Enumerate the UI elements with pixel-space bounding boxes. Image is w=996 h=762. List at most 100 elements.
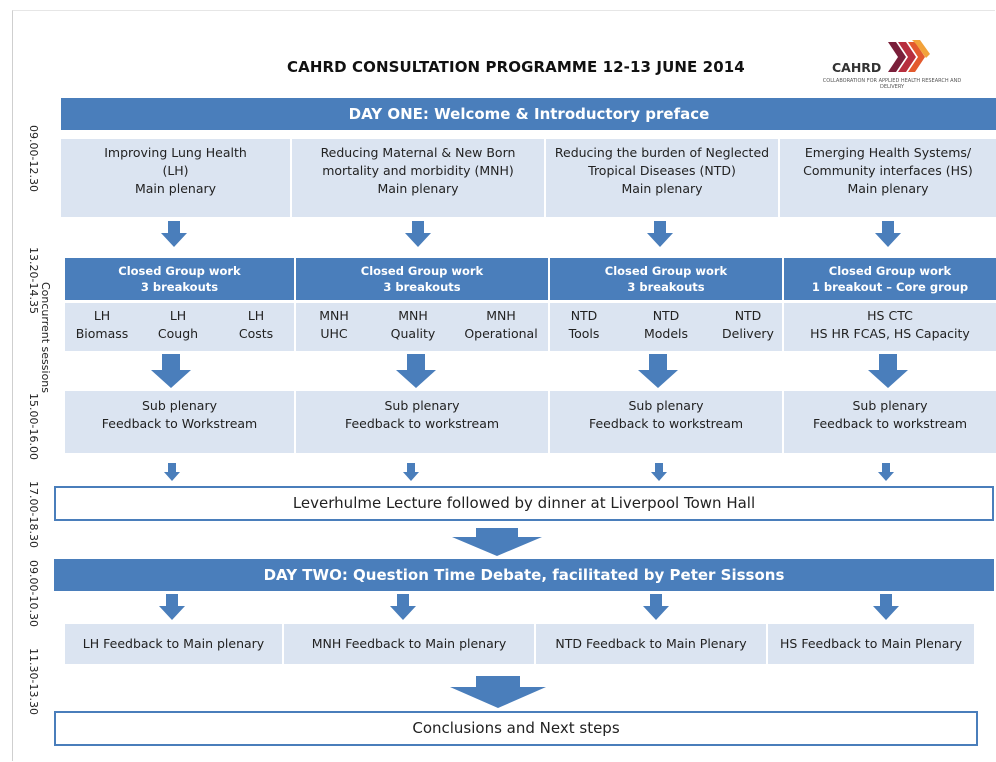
- closed-group-lh-sub: 3 breakouts: [140, 280, 219, 294]
- closed-group-lh: Closed Group work 3 breakouts: [65, 258, 294, 300]
- breakout-label: HS HR FCAS, HS Capacity: [810, 326, 970, 341]
- logo-subtitle: COLLABORATION FOR APPLIED HEALTH RESEARC…: [822, 78, 962, 90]
- time-label: Concurrent sessions: [39, 282, 52, 394]
- breakout-label: Delivery: [722, 326, 774, 341]
- down-arrow-icon: [651, 463, 667, 481]
- breakout-label: Tools: [568, 326, 600, 341]
- down-arrow-icon: [161, 221, 187, 247]
- down-arrow-icon: [396, 354, 436, 388]
- sub-plenary-detail: Feedback to workstream: [812, 416, 968, 431]
- sub-plenary-title: Sub plenary: [628, 398, 704, 413]
- conclusions-box: Conclusions and Next steps: [54, 711, 978, 746]
- plenary-mnh-line3: Main plenary: [377, 181, 459, 196]
- breakout-label: Biomass: [75, 326, 129, 341]
- breakout-label: HS CTC: [867, 308, 913, 323]
- plenary-lh-line2: (LH): [162, 163, 189, 178]
- separator: [548, 303, 550, 351]
- breakout-mnh-operational: MNH Operational: [458, 307, 544, 343]
- sub-plenary-detail: Feedback to workstream: [344, 416, 500, 431]
- breakout-label: Operational: [464, 326, 538, 341]
- breakout-label: MNH: [398, 308, 428, 323]
- breakout-ntd-models: NTD Models: [628, 307, 704, 343]
- time-label: 15.00-16.00: [27, 393, 40, 460]
- plenary-hs-line2: Community interfaces (HS): [803, 163, 973, 178]
- down-arrow-icon: [873, 594, 899, 620]
- down-arrow-icon: [390, 594, 416, 620]
- evening-lecture-box: Leverhulme Lecture followed by dinner at…: [54, 486, 994, 521]
- down-arrow-icon: [878, 463, 894, 481]
- feedback-hs: HS Feedback to Main Plenary: [768, 624, 974, 664]
- time-label: 09.00-12.30: [27, 125, 40, 192]
- cahrd-logo: CAHRD COLLABORATION FOR APPLIED HEALTH R…: [822, 40, 962, 94]
- separator: [778, 139, 780, 217]
- sub-plenary-title: Sub plenary: [142, 398, 217, 413]
- closed-group-hs: Closed Group work 1 breakout – Core grou…: [784, 258, 996, 300]
- time-label: 09.00-10.30: [27, 560, 40, 627]
- plenary-ntd: Reducing the burden of Neglected Tropica…: [546, 139, 778, 217]
- breakout-label: LH: [169, 308, 187, 323]
- closed-group-ntd-sub: 3 breakouts: [627, 280, 705, 294]
- breakout-label: Quality: [390, 326, 436, 341]
- breakout-mnh-uhc: MNH UHC: [301, 307, 367, 343]
- breakout-label: UHC: [320, 326, 348, 341]
- separator: [782, 303, 784, 351]
- down-arrow-icon: [643, 594, 669, 620]
- closed-group-hs-title: Closed Group work: [828, 264, 952, 278]
- sub-plenary-title: Sub plenary: [384, 398, 460, 413]
- breakout-label: NTD: [734, 308, 762, 323]
- closed-group-ntd: Closed Group work 3 breakouts: [550, 258, 782, 300]
- down-arrow-icon: [452, 528, 542, 556]
- plenary-lh-line3: Main plenary: [134, 181, 217, 196]
- breakout-label: Costs: [238, 326, 274, 341]
- down-arrow-icon: [159, 594, 185, 620]
- sub-plenary-ntd: Sub plenary Feedback to workstream: [550, 391, 782, 453]
- plenary-hs: Emerging Health Systems/ Community inter…: [780, 139, 996, 217]
- separator: [782, 258, 784, 300]
- breakout-label: LH: [247, 308, 265, 323]
- separator: [294, 303, 296, 351]
- feedback-lh: LH Feedback to Main plenary: [65, 624, 282, 664]
- closed-group-mnh: Closed Group work 3 breakouts: [296, 258, 548, 300]
- closed-group-mnh-sub: 3 breakouts: [383, 280, 461, 294]
- day-two-header: DAY TWO: Question Time Debate, facilitat…: [54, 559, 994, 591]
- time-label: 17.00-18.30: [27, 481, 40, 548]
- down-arrow-icon: [868, 354, 908, 388]
- down-arrow-icon: [875, 221, 901, 247]
- sub-plenary-hs: Sub plenary Feedback to workstream: [784, 391, 996, 453]
- plenary-ntd-line1: Reducing the burden of Neglected: [554, 145, 770, 160]
- closed-group-hs-sub: 1 breakout – Core group: [811, 280, 969, 294]
- time-label: 11.30-13.30: [27, 648, 40, 715]
- breakout-label: MNH: [319, 308, 349, 323]
- closed-group-mnh-title: Closed Group work: [360, 264, 484, 278]
- plenary-hs-line1: Emerging Health Systems/: [804, 145, 972, 160]
- separator: [548, 258, 550, 300]
- separator: [294, 258, 296, 300]
- page-title: CAHRD CONSULTATION PROGRAMME 12-13 JUNE …: [287, 58, 745, 76]
- down-arrow-icon: [638, 354, 678, 388]
- down-arrow-icon: [403, 463, 419, 481]
- breakout-hs: HS CTC HS HR FCAS, HS Capacity: [786, 307, 994, 343]
- breakout-mnh-quality: MNH Quality: [375, 307, 451, 343]
- breakout-lh-cough: LH Cough: [148, 307, 208, 343]
- sub-plenary-title: Sub plenary: [852, 398, 928, 413]
- breakout-label: MNH: [486, 308, 516, 323]
- breakout-ntd-delivery: NTD Delivery: [716, 307, 780, 343]
- closed-group-lh-title: Closed Group work: [118, 264, 241, 278]
- plenary-hs-line3: Main plenary: [847, 181, 929, 196]
- breakout-label: NTD: [652, 308, 680, 323]
- slide-frame: [12, 10, 995, 761]
- breakout-ntd-tools: NTD Tools: [554, 307, 614, 343]
- separator: [290, 139, 292, 217]
- plenary-lh-line1: Improving Lung Health: [104, 145, 247, 160]
- breakout-label: NTD: [570, 308, 598, 323]
- breakout-lh-costs: LH Costs: [226, 307, 286, 343]
- breakout-label: LH: [93, 308, 111, 323]
- plenary-ntd-line3: Main plenary: [621, 181, 703, 196]
- breakout-lh-biomass: LH Biomass: [72, 307, 132, 343]
- day-one-header: DAY ONE: Welcome & Introductory preface: [61, 98, 996, 130]
- down-arrow-icon: [405, 221, 431, 247]
- logo-name: CAHRD: [832, 60, 882, 75]
- feedback-mnh: MNH Feedback to Main plenary: [284, 624, 534, 664]
- down-arrow-icon: [164, 463, 180, 481]
- plenary-lh: Improving Lung Health (LH) Main plenary: [61, 139, 290, 217]
